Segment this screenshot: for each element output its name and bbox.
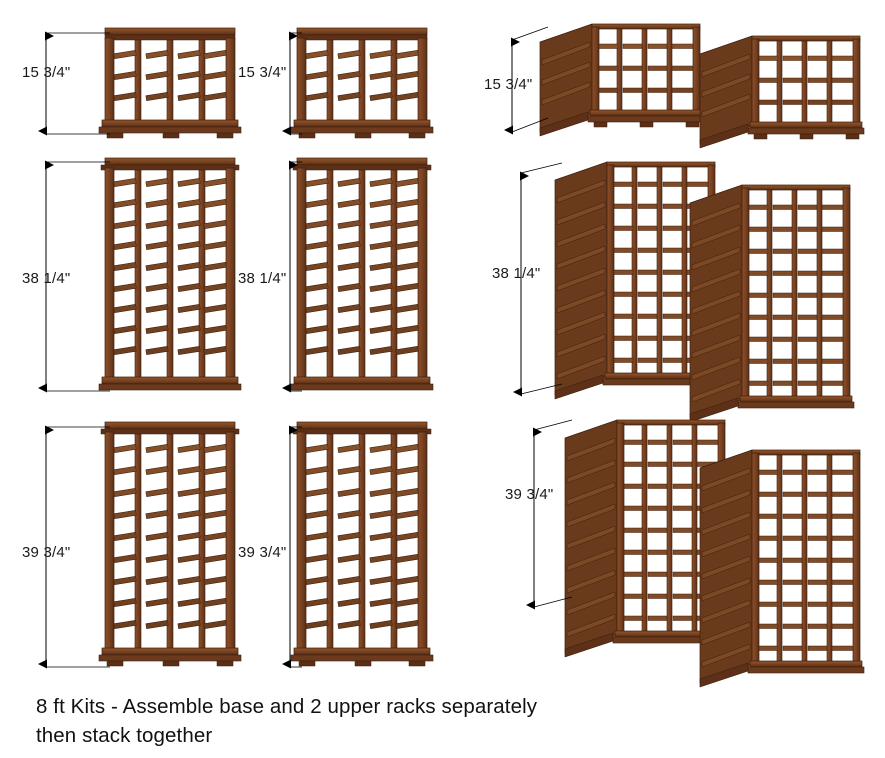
- dimension-label-right-top: 15 3/4": [484, 76, 533, 93]
- dimension-label-left-top-left: 15 3/4": [22, 64, 71, 81]
- dimension-label-right-mid: 38 1/4": [492, 265, 541, 282]
- dimension-label-left-top-right: 15 3/4": [238, 64, 287, 81]
- dimension-label-left-mid-left: 38 1/4": [22, 270, 71, 287]
- dimension-label-left-bottom-right: 39 3/4": [238, 544, 287, 561]
- diagram-caption: 8 ft Kits - Assemble base and 2 upper ra…: [36, 695, 538, 747]
- dimension-label-right-bottom: 39 3/4": [505, 486, 554, 503]
- dimension-label-left-mid-right: 38 1/4": [238, 270, 287, 287]
- front-elevation-group: [98, 27, 434, 667]
- dimension-lines: [38, 26, 573, 669]
- dimension-label-left-bottom-left: 39 3/4": [22, 544, 71, 561]
- isometric-group: [539, 23, 865, 688]
